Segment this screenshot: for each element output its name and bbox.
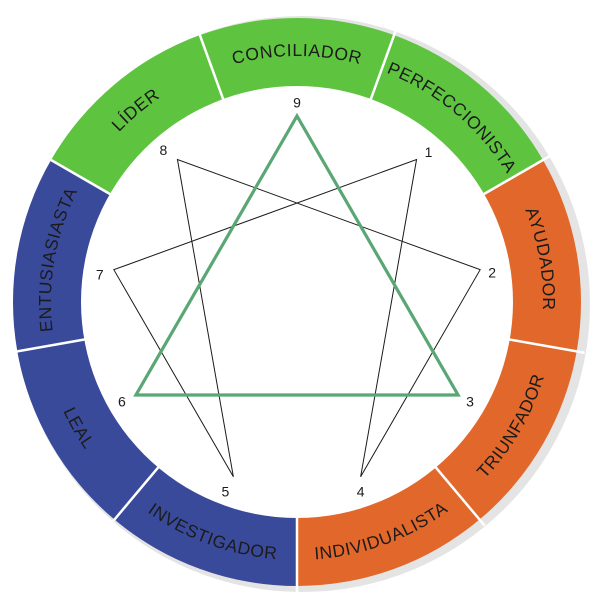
segment-separator <box>43 154 114 197</box>
segment-entusiasiasta <box>12 160 111 352</box>
inner-white-circle <box>81 86 513 518</box>
triangle-lines <box>133 112 461 397</box>
hexad-lines <box>113 158 481 478</box>
segment-separator <box>195 27 226 103</box>
point-label-5: 5 <box>221 483 229 499</box>
segment-conciliador <box>199 18 395 100</box>
point-label-8: 8 <box>160 142 168 158</box>
segment-separator <box>108 464 162 527</box>
point-label-3: 3 <box>466 394 474 410</box>
segment-separator <box>9 337 88 354</box>
point-label-4: 4 <box>357 483 365 499</box>
segment-triunfador <box>435 339 577 520</box>
segment-lider <box>51 35 224 195</box>
point-label-2: 2 <box>488 264 496 280</box>
segment-investigador <box>114 466 297 586</box>
segment-separator <box>506 337 585 354</box>
segment-perfeccionista <box>370 35 543 195</box>
segment-individualista <box>297 466 480 586</box>
segment-leal <box>17 339 159 520</box>
segment-separator <box>368 27 399 103</box>
segment-ayudador <box>483 160 582 352</box>
segment-separator <box>432 464 486 527</box>
point-label-7: 7 <box>96 266 104 282</box>
segment-separator <box>480 154 551 197</box>
point-label-6: 6 <box>118 394 126 410</box>
point-label-1: 1 <box>425 144 433 160</box>
point-label-9: 9 <box>293 95 301 111</box>
